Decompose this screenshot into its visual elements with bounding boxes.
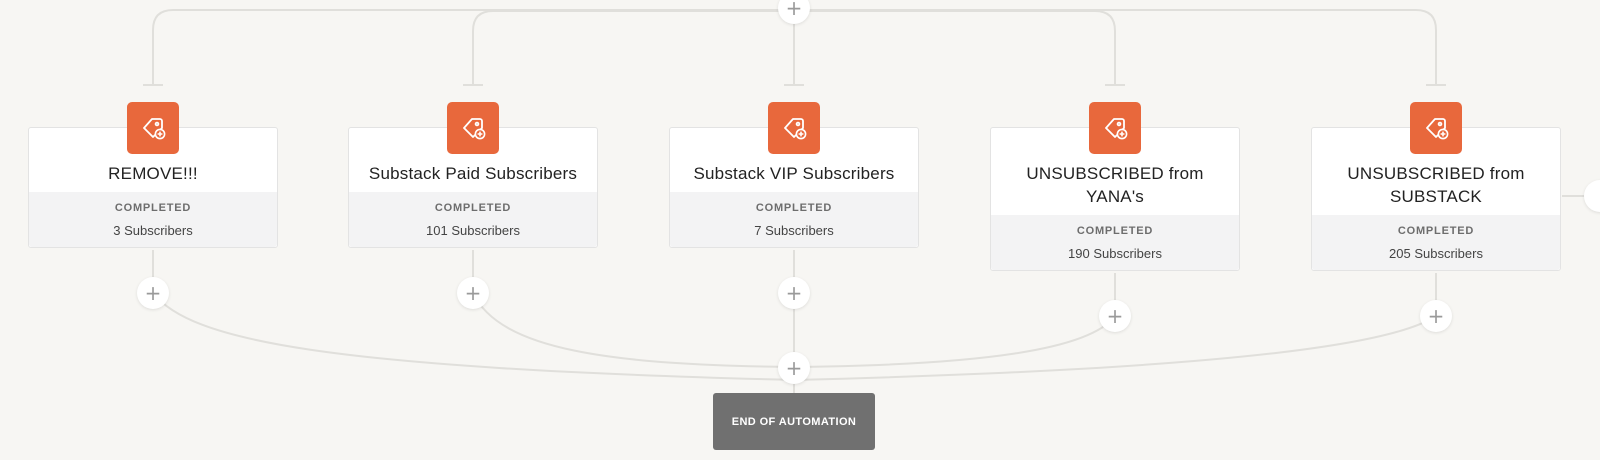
branch-line-4	[794, 10, 1116, 85]
plus-icon: +	[464, 281, 482, 305]
card-stats: COMPLETED 7 Subscribers	[670, 192, 918, 247]
card-count: 205 Subscribers	[1389, 246, 1483, 261]
card-stats: COMPLETED 190 Subscribers	[991, 215, 1239, 270]
plus-icon: +	[785, 0, 803, 20]
card-title: Substack Paid Subscribers	[368, 164, 578, 183]
card-count: 3 Subscribers	[113, 223, 193, 238]
add-step-button-merge[interactable]: +	[778, 352, 810, 384]
card-stats: COMPLETED 3 Subscribers	[29, 192, 277, 247]
add-step-button[interactable]: +	[778, 277, 810, 309]
card-stats: COMPLETED 205 Subscribers	[1312, 215, 1560, 270]
tag-action-card[interactable]: Substack VIP Subscribers COMPLETED 7 Sub…	[669, 127, 919, 248]
add-step-button[interactable]: +	[137, 277, 169, 309]
card-stats: COMPLETED 101 Subscribers	[349, 192, 597, 247]
tag-plus-icon	[127, 102, 179, 154]
card-title: UNSUBSCRIBED from SUBSTACK	[1347, 164, 1525, 206]
tag-plus-icon	[1410, 102, 1462, 154]
add-step-button[interactable]: +	[1420, 300, 1452, 332]
merge-curve-2	[472, 292, 795, 368]
add-step-button[interactable]: +	[1099, 300, 1131, 332]
card-status: COMPLETED	[1076, 225, 1154, 237]
tag-plus-icon	[447, 102, 499, 154]
card-count: 190 Subscribers	[1068, 246, 1162, 261]
plus-icon: +	[1427, 304, 1445, 328]
tag-plus-icon	[1089, 102, 1141, 154]
card-count: 7 Subscribers	[754, 223, 834, 238]
plus-icon: +	[785, 356, 803, 380]
plus-icon: +	[144, 281, 162, 305]
card-title: UNSUBSCRIBED from YANA's	[1026, 164, 1204, 206]
card-title: Substack VIP Subscribers	[693, 164, 895, 183]
card-status: COMPLETED	[755, 202, 833, 214]
tag-action-card[interactable]: UNSUBSCRIBED from SUBSTACK COMPLETED 205…	[1311, 127, 1561, 271]
card-status: COMPLETED	[434, 202, 512, 214]
end-of-automation-node: END OF AUTOMATION	[713, 393, 875, 450]
card-status: COMPLETED	[1397, 225, 1475, 237]
card-title: REMOVE!!!	[108, 164, 198, 183]
card-count: 101 Subscribers	[426, 223, 520, 238]
branch-line-2	[472, 10, 794, 85]
add-step-button[interactable]: +	[457, 277, 489, 309]
tag-action-card[interactable]: REMOVE!!! COMPLETED 3 Subscribers	[28, 127, 278, 248]
merge-curve-4	[793, 315, 1116, 368]
plus-icon: +	[785, 281, 803, 305]
branch-line-5	[794, 9, 1437, 85]
add-step-button-top[interactable]: +	[778, 0, 810, 24]
branch-line-1	[152, 9, 794, 85]
tag-plus-icon	[768, 102, 820, 154]
card-status: COMPLETED	[114, 202, 192, 214]
add-step-button-offscreen[interactable]	[1584, 180, 1600, 212]
plus-icon: +	[1106, 304, 1124, 328]
